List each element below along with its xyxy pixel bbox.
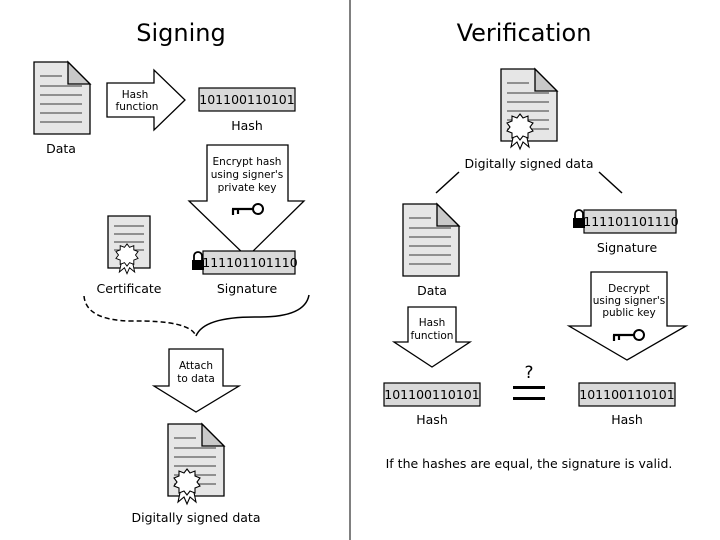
encrypt-label-line2: using signer's	[211, 169, 284, 181]
certificate-label: Certificate	[97, 281, 162, 296]
hash-left-label: Hash	[416, 412, 448, 427]
hash-box	[198, 87, 296, 112]
hash-value: 101100110101	[199, 92, 294, 107]
attach-label-line1: Attach	[179, 360, 213, 372]
verification-hash-function-line2: function	[411, 330, 454, 342]
signing-title: Signing	[136, 19, 225, 47]
signed-document-icon	[167, 423, 225, 505]
split-line-left	[435, 171, 460, 194]
hash-left-value: 101100110101	[384, 387, 479, 402]
verification-hash-function-line1: Hash	[419, 317, 445, 329]
encrypt-label-line3: private key	[218, 182, 277, 194]
certificate-icon	[107, 215, 151, 275]
signed-document-icon	[500, 68, 558, 150]
attach-label-line2: to data	[177, 373, 215, 385]
decrypt-label-line1: Decrypt	[608, 283, 650, 295]
compare-question: ?	[524, 363, 533, 383]
encrypt-arrow	[187, 144, 306, 258]
verification-data-label: Data	[417, 283, 447, 298]
hash-right-label: Hash	[611, 412, 643, 427]
equals-icon	[513, 386, 545, 400]
hash-label: Hash	[231, 118, 263, 133]
encrypt-label-line1: Encrypt hash	[213, 156, 282, 168]
attach-arrow	[151, 348, 242, 413]
document-icon	[402, 203, 460, 277]
verification-title: Verification	[457, 19, 592, 47]
hash-right-box	[578, 382, 676, 407]
decrypt-label-line3: public key	[602, 307, 655, 319]
verification-signed-data-label: Digitally signed data	[465, 156, 594, 171]
verification-hash-function-arrow	[391, 306, 473, 368]
hash-left-box	[383, 382, 481, 407]
certificate-brace-dashed	[83, 295, 197, 337]
signing-signed-data-label: Digitally signed data	[132, 510, 261, 525]
signature-brace	[195, 294, 310, 337]
signature-label: Signature	[217, 281, 278, 296]
decrypt-label-line2: using signer's	[593, 295, 666, 307]
conclusion-text: If the hashes are equal, the signature i…	[386, 456, 673, 471]
document-icon	[33, 61, 91, 135]
hash-right-value: 101100110101	[579, 387, 674, 402]
decrypt-arrow	[566, 271, 689, 361]
signing-data-label: Data	[46, 141, 76, 156]
hash-function-label-line1: Hash	[122, 89, 148, 101]
split-line-right	[598, 171, 623, 194]
hash-function-arrow	[106, 68, 186, 132]
verification-signature-label: Signature	[597, 240, 658, 255]
hash-function-label-line2: function	[116, 101, 159, 113]
verification-signature-value: 111101101110	[583, 214, 678, 229]
signature-value: 111101101110	[202, 255, 297, 270]
